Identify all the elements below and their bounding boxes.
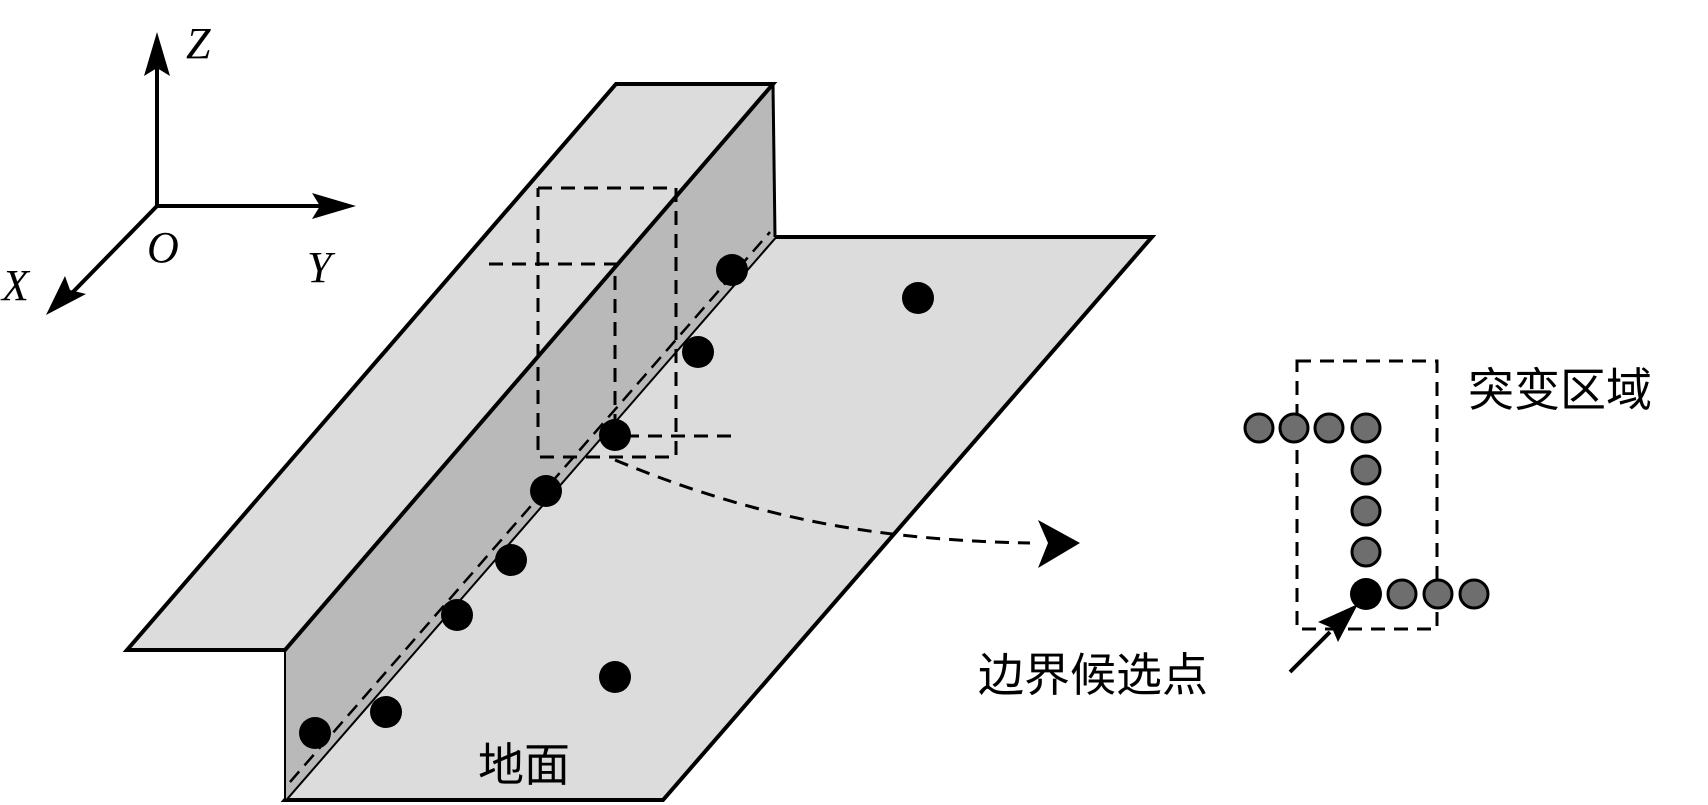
step-boundary-dashed-line bbox=[289, 231, 771, 783]
grid-point bbox=[1422, 578, 1454, 610]
boundary-point bbox=[682, 336, 714, 368]
ground-point bbox=[599, 661, 631, 693]
x-axis-label: X bbox=[0, 261, 31, 310]
grid-point bbox=[1243, 412, 1275, 444]
boundary-points bbox=[299, 254, 934, 749]
z-axis-label: Z bbox=[186, 19, 211, 68]
x-arrowhead bbox=[46, 276, 86, 315]
step-back-vertical-edge bbox=[771, 83, 777, 238]
boundary-point bbox=[299, 717, 331, 749]
detail-pointer-arrow bbox=[614, 458, 1031, 545]
region-dashed-box bbox=[489, 186, 733, 459]
grid-point bbox=[1386, 578, 1418, 610]
mutation-region-box bbox=[1295, 359, 1439, 631]
detail-pointer-arrowhead bbox=[1038, 520, 1080, 568]
grid-point bbox=[1350, 495, 1382, 527]
ground-point bbox=[902, 282, 934, 314]
grid-point bbox=[1313, 412, 1345, 444]
boundary-candidate-label: 边界候选点 bbox=[978, 648, 1208, 702]
step-vertical-face bbox=[285, 84, 775, 800]
boundary-candidate-arrowhead bbox=[1318, 604, 1358, 642]
boundary-point bbox=[599, 419, 631, 451]
grid-point bbox=[1458, 578, 1490, 610]
boundary-point bbox=[530, 475, 562, 507]
mutation-region-label: 突变区域 bbox=[1468, 363, 1652, 417]
boundary-candidate-pointer bbox=[1288, 630, 1332, 674]
axis-indicator bbox=[46, 32, 356, 315]
boundary-point bbox=[716, 254, 748, 286]
grid-point bbox=[1350, 454, 1382, 486]
boundary-point bbox=[495, 544, 527, 576]
ground-label: 地面 bbox=[478, 738, 570, 792]
boundary-point bbox=[370, 696, 402, 728]
z-arrowhead bbox=[144, 32, 170, 76]
grid-points bbox=[1243, 412, 1490, 610]
boundary-point bbox=[441, 599, 473, 631]
grid-point bbox=[1350, 412, 1382, 444]
boundary-candidate-point bbox=[1350, 578, 1382, 610]
grid-point bbox=[1278, 412, 1310, 444]
y-arrowhead bbox=[312, 193, 356, 219]
origin-label: O bbox=[147, 223, 179, 272]
grid-point bbox=[1350, 536, 1382, 568]
y-axis-label: Y bbox=[307, 243, 336, 292]
